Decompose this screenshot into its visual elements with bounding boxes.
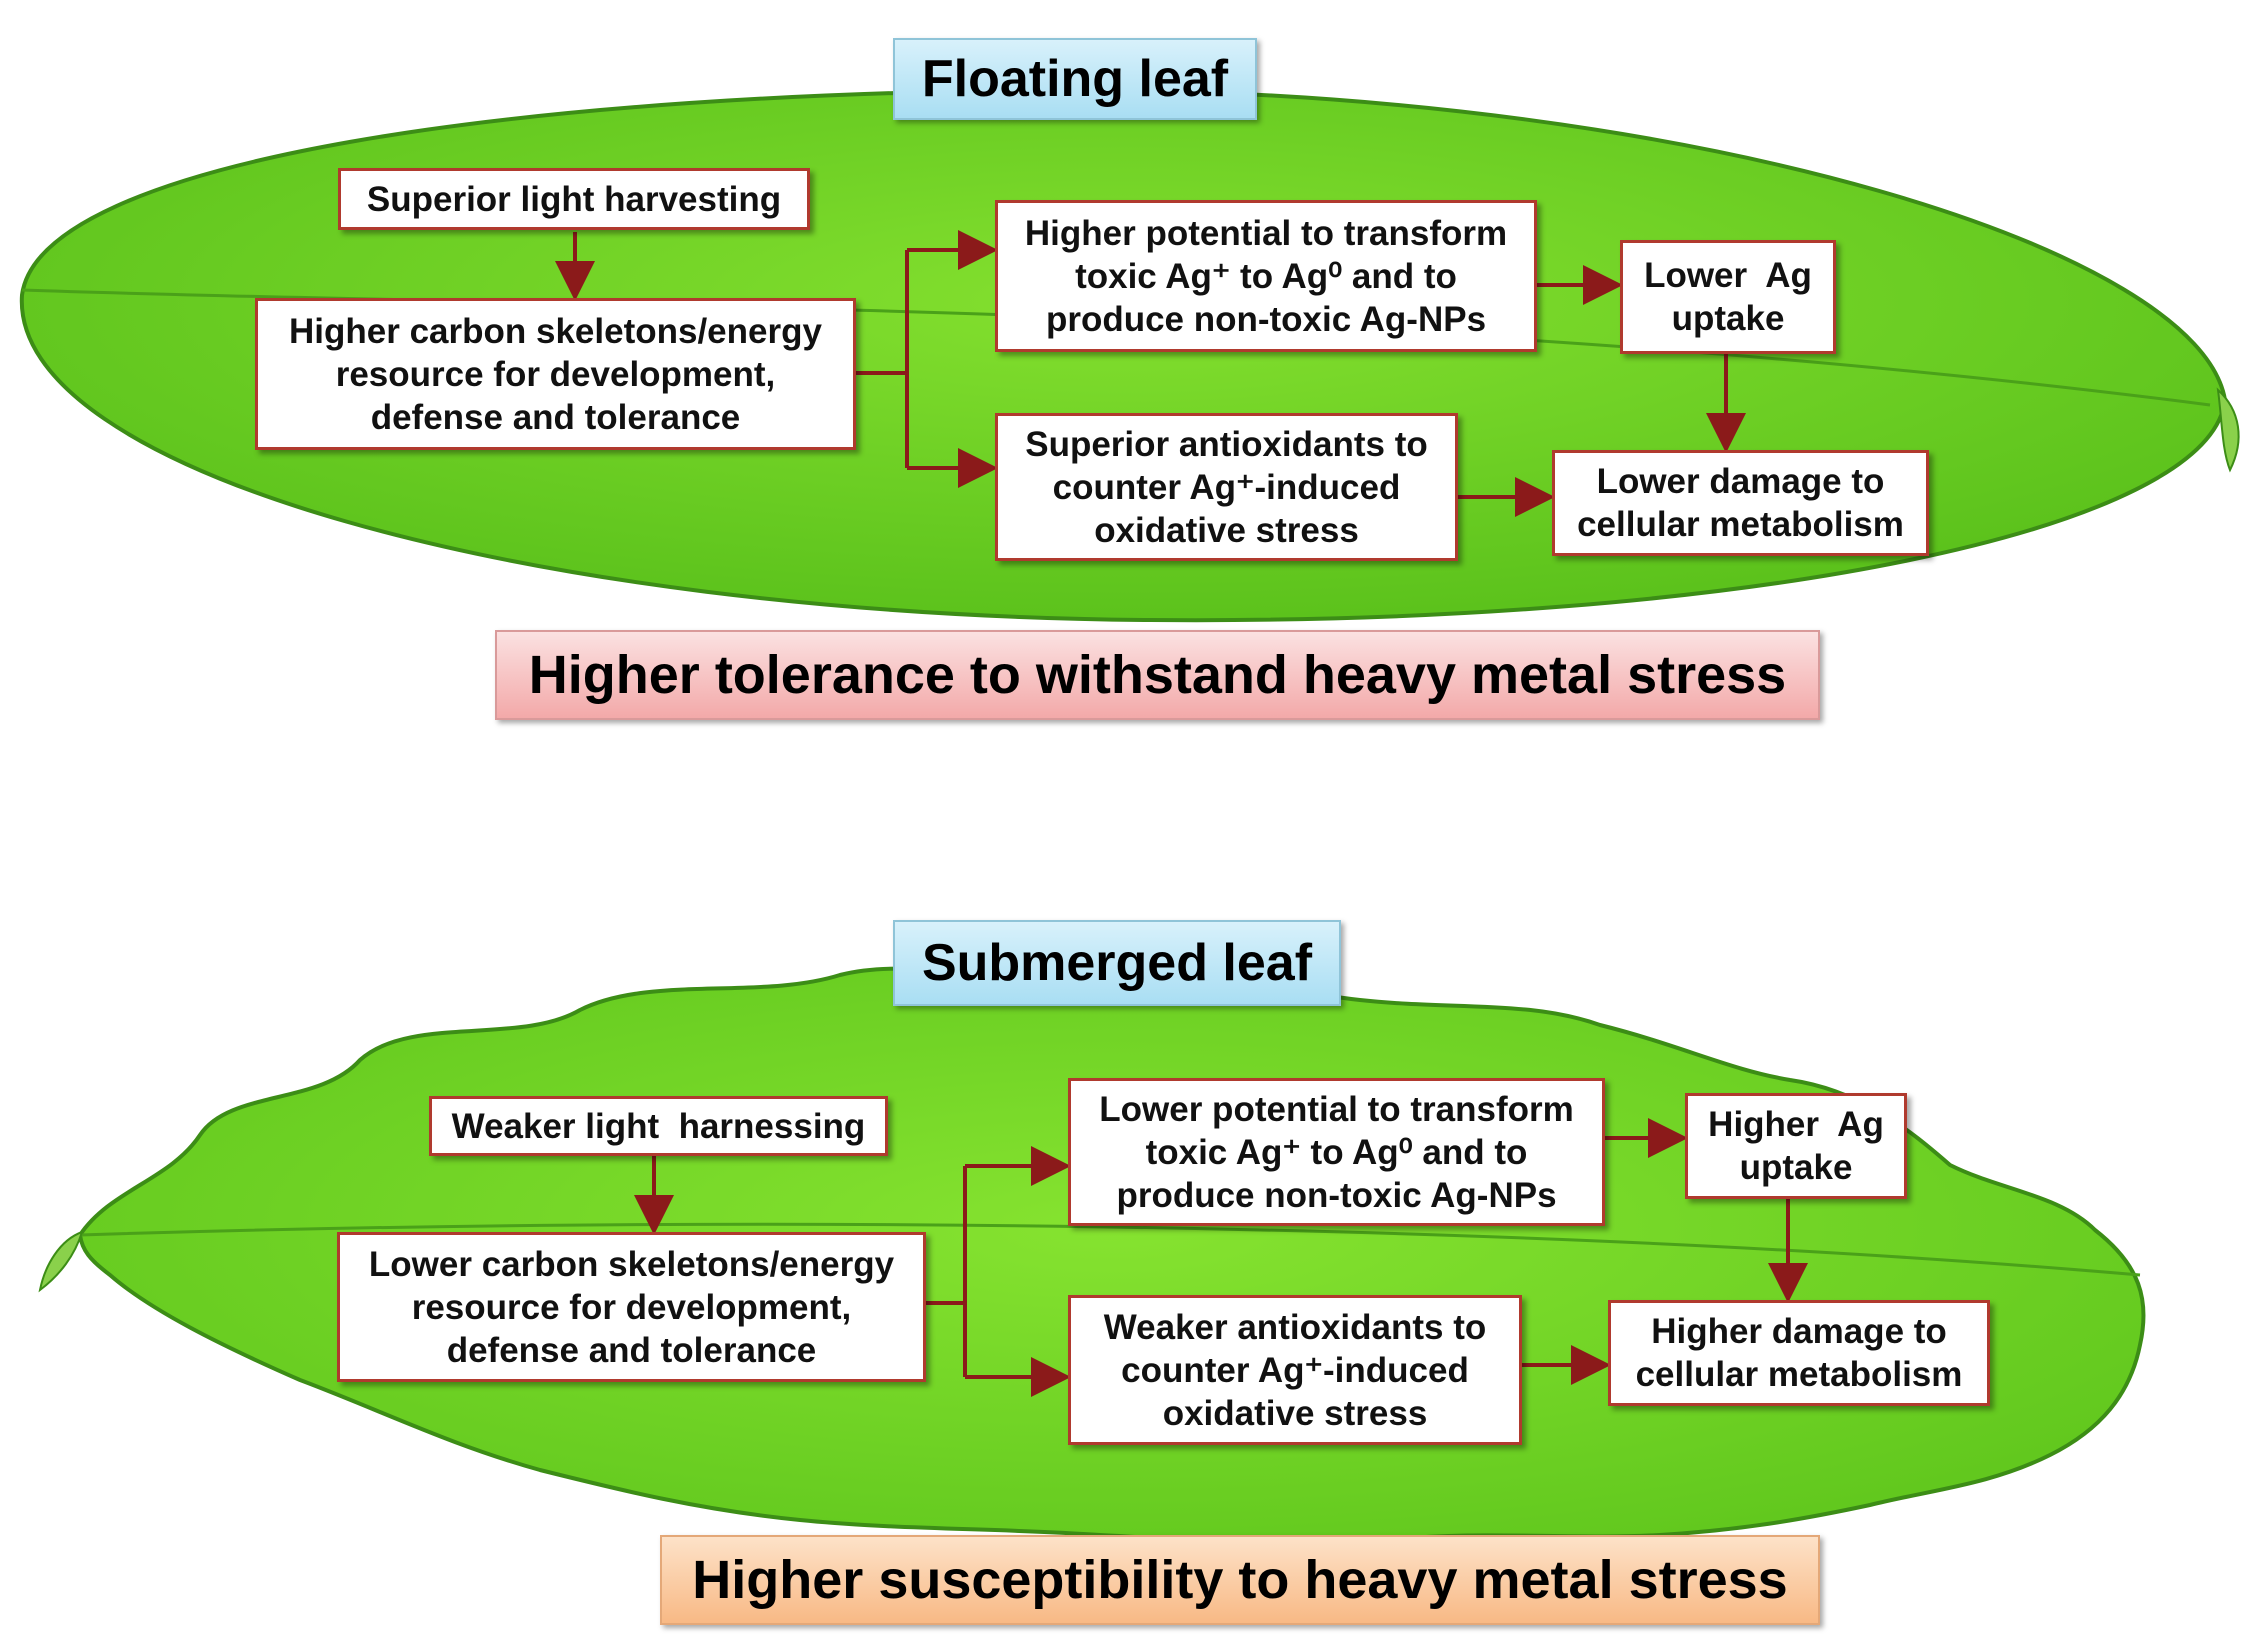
submerged-damage-line-1: Higher damage to [1651,1312,1947,1351]
floating-arrows [555,230,1746,517]
submerged-potential-line-1: Lower potential to transform [1099,1089,1574,1129]
submerged-conclusion-banner: Higher susceptibility to heavy metal str… [660,1535,1820,1625]
floating-antioxidants-box: Superior antioxidants to counter Ag⁺-ind… [995,413,1458,561]
connector-carbon-branch [926,1166,967,1377]
floating-light-text: Superior light harvesting [366,179,782,219]
submerged-carbon-line-1: Lower carbon skeletons/energy [368,1244,895,1284]
submerged-leaf-title: Submerged leaf [893,920,1341,1006]
submerged-potential-line-2: toxic Ag⁺ to Ag⁰ and to [1145,1132,1528,1172]
submerged-light-box: Weaker light harnessing [429,1096,888,1156]
submerged-uptake-box: Higher Ag uptake [1685,1093,1907,1199]
floating-antioxidants-line-2: counter Ag⁺-induced [1052,467,1401,507]
floating-uptake-line-2: uptake [1671,299,1785,338]
floating-antioxidants-line-3: oxidative stress [1094,510,1359,550]
submerged-damage-box: Higher damage to cellular metabolism [1608,1300,1990,1406]
submerged-antioxidants-line-1: Weaker antioxidants to [1103,1307,1487,1347]
floating-antioxidants-line-1: Superior antioxidants to [1025,424,1428,464]
submerged-damage-line-2: cellular metabolism [1635,1355,1963,1394]
floating-carbon-box: Higher carbon skeletons/energy resource … [255,298,856,450]
submerged-light-text: Weaker light harnessing [451,1106,866,1146]
submerged-carbon-line-2: resource for development, [411,1287,852,1327]
submerged-uptake-line-2: uptake [1739,1148,1853,1187]
floating-leaf-title: Floating leaf [893,38,1257,120]
floating-carbon-line-3: defense and tolerance [370,397,741,437]
submerged-arrows [634,1118,1808,1397]
submerged-antioxidants-line-3: oxidative stress [1162,1393,1428,1433]
floating-carbon-line-2: resource for development, [335,354,776,394]
floating-potential-line-2: toxic Ag⁺ to Ag⁰ and to [1075,256,1457,296]
submerged-uptake-line-1: Higher Ag [1708,1105,1884,1144]
submerged-antioxidants-line-2: counter Ag⁺-induced [1121,1350,1469,1390]
floating-potential-box: Higher potential to transform toxic Ag⁺ … [995,200,1537,352]
floating-uptake-box: Lower Ag uptake [1620,240,1836,354]
floating-light-box: Superior light harvesting [338,168,810,230]
floating-damage-line-2: cellular metabolism [1577,505,1904,544]
floating-uptake-line-1: Lower Ag [1644,256,1812,295]
submerged-carbon-line-3: defense and tolerance [446,1330,817,1370]
floating-potential-line-3: produce non-toxic Ag-NPs [1045,299,1487,339]
submerged-antioxidants-box: Weaker antioxidants to counter Ag⁺-induc… [1068,1295,1522,1445]
submerged-carbon-box: Lower carbon skeletons/energy resource f… [337,1232,926,1382]
connector-carbon-branch [856,250,909,468]
floating-carbon-line-1: Higher carbon skeletons/energy [289,311,822,351]
floating-conclusion-banner: Higher tolerance to withstand heavy meta… [495,630,1820,720]
submerged-potential-box: Lower potential to transform toxic Ag⁺ t… [1068,1078,1605,1226]
floating-damage-box: Lower damage to cellular metabolism [1552,450,1929,556]
floating-damage-line-1: Lower damage to [1596,462,1885,501]
floating-potential-line-1: Higher potential to transform [1024,213,1508,253]
submerged-potential-line-3: produce non-toxic Ag-NPs [1116,1175,1557,1215]
